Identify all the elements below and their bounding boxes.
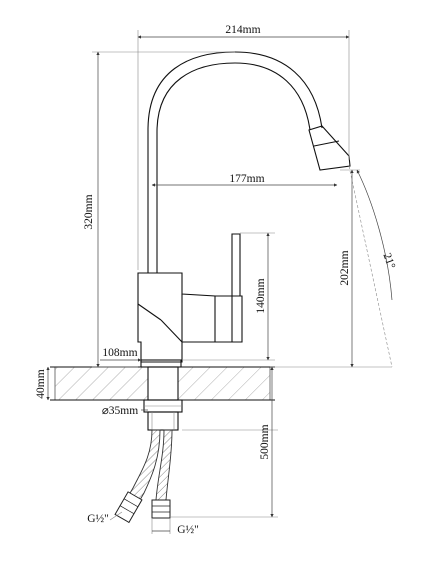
label-thread-left: G½" bbox=[87, 513, 109, 525]
dim-reach: 177mm bbox=[151, 173, 338, 187]
spout-outlet bbox=[308, 125, 351, 171]
handle-lever bbox=[231, 233, 241, 297]
label-total-width: 214mm bbox=[225, 24, 260, 36]
label-height: 320mm bbox=[83, 194, 95, 229]
left-hose-fitting bbox=[114, 491, 143, 524]
countertop bbox=[50, 366, 275, 401]
spout-inner bbox=[156, 62, 311, 273]
dim-total-width: 214mm bbox=[137, 24, 350, 270]
spout-outer bbox=[147, 51, 323, 273]
label-counter-thickness: 40mm bbox=[35, 369, 47, 398]
label-reach: 177mm bbox=[229, 173, 264, 185]
dim-angle: 21° bbox=[348, 165, 397, 368]
label-handle-height: 140mm bbox=[255, 278, 267, 313]
dim-height: 320mm bbox=[83, 51, 235, 368]
dim-thread-right: G½" bbox=[151, 518, 199, 536]
mounting-shank bbox=[143, 366, 183, 431]
label-base: 108mm bbox=[102, 347, 137, 359]
faucet-body bbox=[137, 51, 351, 368]
right-hose-fitting bbox=[151, 499, 171, 519]
label-mount-diameter: ⌀35mm bbox=[102, 405, 138, 417]
hoses bbox=[114, 429, 173, 524]
mixer-body bbox=[137, 272, 216, 363]
dim-counter-thickness: 40mm bbox=[35, 366, 50, 401]
dim-hose-length: 500mm bbox=[170, 366, 278, 518]
label-thread-right: G½" bbox=[177, 524, 199, 536]
dim-spout-height: 202mm bbox=[270, 169, 392, 368]
dim-thread-left: G½" bbox=[87, 511, 123, 525]
dim-handle-height: 140mm bbox=[182, 232, 275, 361]
dim-base: 108mm bbox=[100, 347, 142, 362]
label-hose-length: 500mm bbox=[259, 424, 271, 459]
label-spout-height: 202mm bbox=[339, 250, 351, 285]
base-ring bbox=[140, 359, 182, 368]
dim-mount-diameter: ⌀35mm bbox=[102, 405, 148, 417]
label-angle: 21° bbox=[380, 251, 397, 271]
